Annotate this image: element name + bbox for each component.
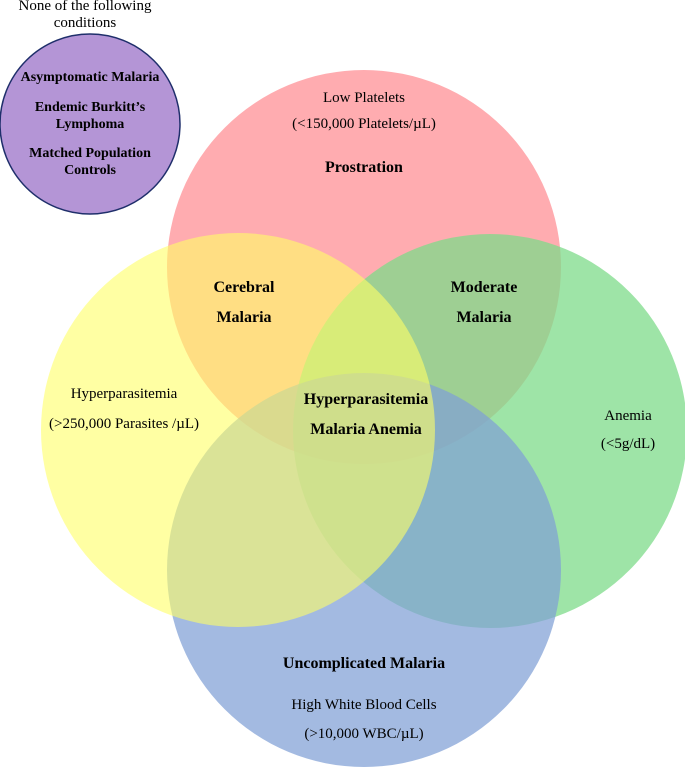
high-wbc-label: High White Blood Cells (291, 697, 436, 713)
moderate-malaria-line2: Malaria (456, 309, 511, 326)
cerebral-malaria-line2: Malaria (216, 309, 271, 326)
low-platelets-label: Low Platelets (323, 90, 405, 106)
legend: None of the following conditions Asympto… (0, 0, 181, 215)
malaria-anemia-region-label: Malaria Anemia (310, 421, 422, 438)
cerebral-malaria-line1: Cerebral (213, 279, 275, 296)
moderate-malaria-line1: Moderate (451, 279, 518, 296)
legend-item-asymptomatic: Asymptomatic Malaria (21, 70, 160, 85)
legend-item-burkitt-line2: Lymphoma (56, 117, 124, 132)
prostration-region-label: Prostration (325, 159, 403, 176)
high-wbc-threshold: (>10,000 WBC/µL) (304, 726, 423, 742)
low-platelets-threshold: (<150,000 Platelets/µL) (292, 116, 436, 132)
hyperparasitemia-region-label: Hyperparasitemia (304, 391, 428, 408)
legend-circle (0, 33, 181, 215)
legend-title-line1: None of the following (19, 0, 152, 14)
legend-item-controls-line2: Controls (64, 163, 116, 178)
hyperparasitemia-label: Hyperparasitemia (71, 386, 178, 402)
uncomplicated-malaria-region-label: Uncomplicated Malaria (283, 655, 445, 672)
hyperparasitemia-circle (41, 233, 435, 627)
legend-item-controls-line1: Matched Population (29, 146, 151, 161)
legend-title-line2: conditions (54, 15, 117, 31)
hyperparasitemia-threshold: (>250,000 Parasites /µL) (49, 416, 199, 432)
legend-item-burkitt-line1: Endemic Burkitt’s (35, 100, 146, 115)
anemia-threshold: (<5g/dL) (601, 436, 655, 452)
anemia-label: Anemia (604, 408, 652, 424)
